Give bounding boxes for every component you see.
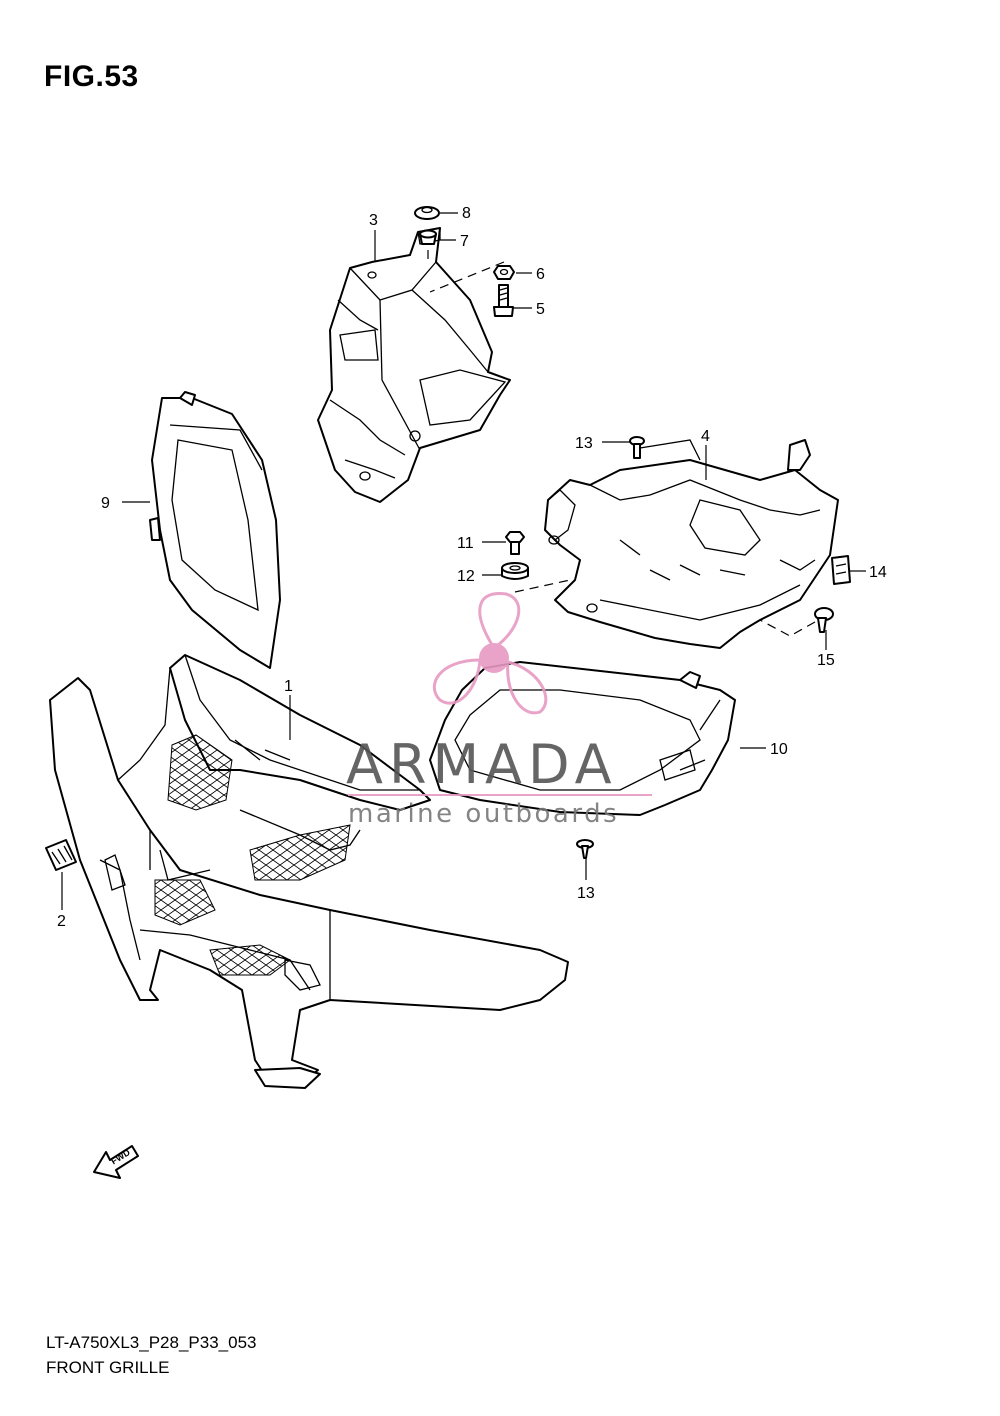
callout-7: 7 xyxy=(460,233,469,250)
leader-lines xyxy=(61,212,866,910)
model-code: LT-A750XL3_P28_P33_053 xyxy=(46,1333,257,1352)
part-12-grommet xyxy=(501,562,529,580)
callout-1: 1 xyxy=(284,678,293,695)
part-11-bolt xyxy=(505,531,525,555)
callout-14: 14 xyxy=(869,564,887,581)
part-6-nut xyxy=(493,265,515,280)
callout-5: 5 xyxy=(536,301,545,318)
watermark-brand: ARMADA xyxy=(346,733,618,796)
watermark: ARMADA marine outboards xyxy=(346,592,652,829)
callout-2: 2 xyxy=(57,913,66,930)
fwd-arrow-icon: FWD xyxy=(93,1145,139,1179)
part-7-collar xyxy=(419,229,437,245)
callout-11: 11 xyxy=(457,535,474,552)
callout-15: 15 xyxy=(817,652,835,669)
callout-13-lower: 13 xyxy=(577,885,595,902)
part-9-left-bezel xyxy=(149,391,281,669)
part-1-front-grille xyxy=(49,654,569,1089)
part-8-grommet xyxy=(414,206,440,220)
callout-10: 10 xyxy=(770,741,788,758)
propeller-logo-icon xyxy=(432,592,548,715)
part-4-under-tray xyxy=(544,439,839,649)
part-5-bolt xyxy=(493,284,514,317)
callout-9: 9 xyxy=(101,495,110,512)
part-14-clip xyxy=(831,555,851,585)
part-13-screw-upper xyxy=(629,436,645,459)
part-15-push-rivet xyxy=(814,607,834,633)
callout-4: 4 xyxy=(701,428,710,445)
part-3-headlight-housing xyxy=(317,227,511,503)
part-13-screw-lower xyxy=(576,839,594,859)
callout-3: 3 xyxy=(369,212,378,229)
callout-labels: 1 2 3 4 5 6 7 8 9 10 11 12 13 13 14 15 xyxy=(57,205,887,930)
assembly-name: FRONT GRILLE xyxy=(46,1358,170,1377)
part-10-right-bezel xyxy=(429,661,736,816)
callout-13-upper: 13 xyxy=(575,435,593,452)
figure-title: FIG.53 xyxy=(44,60,139,93)
callout-6: 6 xyxy=(536,266,545,283)
callout-12: 12 xyxy=(457,568,475,585)
part-2-emblem xyxy=(45,839,77,871)
callout-8: 8 xyxy=(462,205,471,222)
watermark-tagline: marine outboards xyxy=(348,799,619,829)
